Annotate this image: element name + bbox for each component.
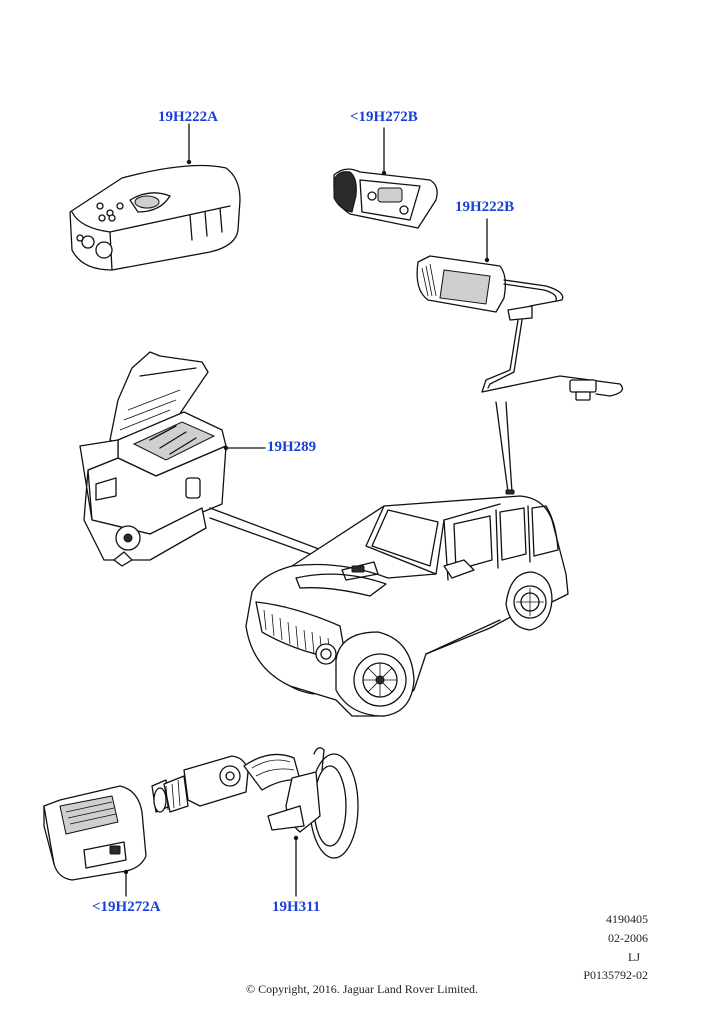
- camera-top-drawing: [333, 127, 438, 229]
- label-19H272B[interactable]: <19H272B: [350, 109, 418, 125]
- ref-code: LJ: [628, 950, 640, 964]
- label-19H289[interactable]: 19H289: [267, 439, 317, 455]
- control-unit-drawing: [79, 351, 365, 573]
- camera-bottom-drawing: [43, 785, 147, 897]
- ref-number: 4190405: [606, 912, 648, 926]
- camera-module-drawing: [416, 218, 624, 493]
- ref-date: 02-2006: [608, 931, 648, 945]
- label-19H272A[interactable]: <19H272A: [92, 899, 161, 915]
- vehicle-drawing: [245, 489, 569, 717]
- suction-mount-drawing: [151, 747, 359, 897]
- label-19H222A[interactable]: 19H222A: [158, 109, 218, 125]
- label-19H222B[interactable]: 19H222B: [455, 199, 515, 215]
- illustration-id: P0135792-02: [583, 968, 648, 982]
- copyright-notice: © Copyright, 2016. Jaguar Land Rover Lim…: [245, 982, 479, 996]
- remote-control-drawing: [69, 123, 241, 271]
- label-19H311[interactable]: 19H311: [272, 899, 321, 915]
